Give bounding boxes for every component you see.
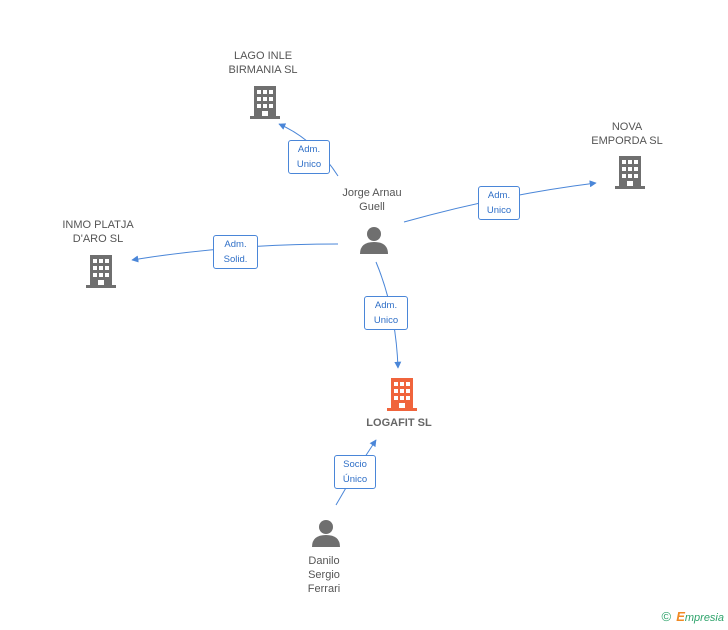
building-icon xyxy=(86,255,116,288)
building-icon xyxy=(250,86,280,119)
edge-label-danilo-logafit[interactable]: Socio Único xyxy=(334,455,376,489)
edge-label-jorge-logafit[interactable]: Adm. Unico xyxy=(364,296,408,330)
building-main-icon xyxy=(387,378,417,411)
node-label-nova[interactable]: NOVA EMPORDA SL xyxy=(591,121,663,147)
person-icon xyxy=(360,227,388,254)
person-icon xyxy=(312,520,340,547)
empresia-logo[interactable]: © Empresia xyxy=(662,609,724,624)
building-icon xyxy=(615,156,645,189)
brand-text: mpresia xyxy=(684,612,724,624)
edge-label-jorge-inmo[interactable]: Adm. Solid. xyxy=(213,235,258,269)
node-label-lago[interactable]: LAGO INLE BIRMANIA SL xyxy=(228,50,298,76)
edge-label-jorge-lago[interactable]: Adm. Unico xyxy=(288,140,330,174)
node-label-danilo[interactable]: Danilo Sergio Ferrari xyxy=(307,555,341,595)
copyright-symbol: © xyxy=(661,609,672,624)
edge-label-jorge-nova[interactable]: Adm. Unico xyxy=(478,186,520,220)
node-label-inmo[interactable]: INMO PLATJA D'ARO SL xyxy=(62,219,134,245)
node-label-jorge[interactable]: Jorge Arnau Guell xyxy=(342,187,402,213)
brand-initial: E xyxy=(676,609,685,624)
node-label-logafit[interactable]: LOGAFIT SL xyxy=(366,417,432,429)
